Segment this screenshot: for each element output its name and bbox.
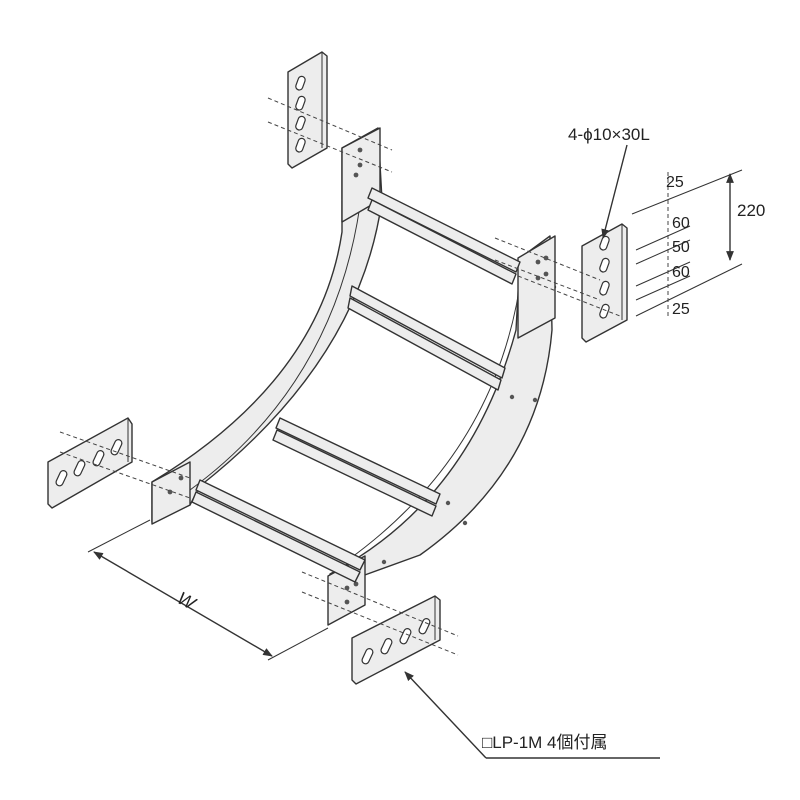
splice-plate-top	[287, 51, 328, 169]
rung-4	[191, 479, 366, 583]
dim-gap1-label: 60	[672, 215, 690, 232]
dim-bottom-label: 25	[672, 301, 690, 318]
bolt-callout-leader	[601, 144, 628, 239]
dim-top-label: 25	[666, 174, 684, 191]
rung-2	[347, 285, 506, 391]
accessory-callout	[404, 671, 660, 759]
width-dimension	[87, 519, 329, 661]
dim-middle-label: 50	[672, 239, 690, 256]
splice-plate-right	[581, 223, 628, 343]
inner-rail-bottom-end	[151, 461, 191, 525]
bolt-spec-label: 4-ϕ10×30L	[568, 125, 650, 144]
dim-total-label: 220	[737, 201, 765, 220]
splice-plate-bottom	[351, 595, 441, 685]
outer-rail-top-end	[517, 235, 556, 339]
width-label: W	[174, 588, 200, 615]
rung-3	[272, 417, 441, 517]
bolt-alignment-lines	[59, 97, 621, 656]
rung-1	[367, 187, 521, 285]
accessory-note: □LP-1M 4個付属	[482, 733, 608, 752]
dim-gap2-label: 60	[672, 264, 690, 281]
dimension-lines	[631, 169, 743, 318]
